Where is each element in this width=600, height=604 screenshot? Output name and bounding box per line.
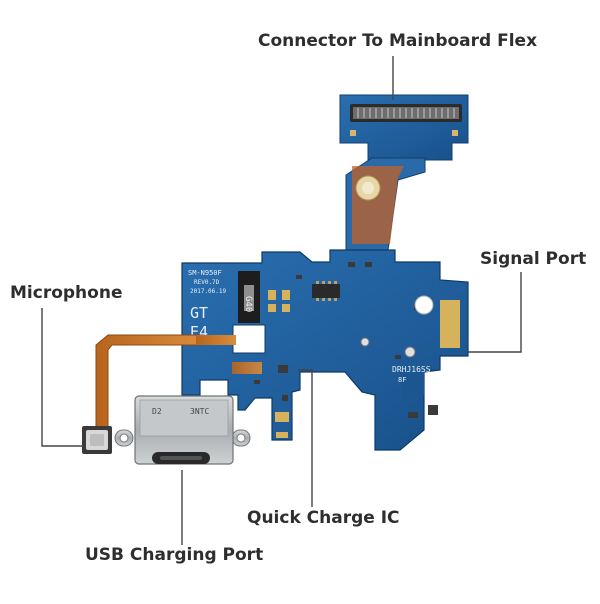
print-rev: REV0.7D bbox=[194, 279, 220, 286]
label-signal-port: Signal Port bbox=[480, 249, 587, 269]
leader-microphone bbox=[41, 308, 84, 447]
print-date: 2017.06.19 bbox=[190, 288, 227, 295]
microphone-flex bbox=[82, 334, 236, 454]
label-microphone: Microphone bbox=[10, 283, 123, 303]
connector-flex-board bbox=[339, 94, 469, 161]
print-usb-d2: D2 bbox=[152, 407, 162, 416]
print-g40: G40 bbox=[243, 296, 253, 312]
print-model: SM-N950F bbox=[188, 269, 222, 277]
mounting-hole bbox=[414, 295, 434, 315]
print-part: DRHJ16SS bbox=[392, 365, 431, 374]
label-quick-charge-ic: Quick Charge IC bbox=[247, 508, 400, 528]
label-connector-to-mainboard-flex: Connector To Mainboard Flex bbox=[258, 31, 538, 51]
label-usb-charging-port: USB Charging Port bbox=[85, 545, 264, 565]
leader-signal-port bbox=[468, 272, 522, 353]
print-gt: GT bbox=[190, 304, 208, 322]
print-usb-code: 3NTC bbox=[190, 407, 209, 416]
copper-flex-strip bbox=[345, 157, 426, 251]
leader-lines bbox=[41, 56, 522, 545]
main-pcb: SM-N950F REV0.7D 2017.06.19 GT E4 G40 DR… bbox=[181, 249, 469, 451]
leader-quick-charge bbox=[298, 369, 313, 507]
usb-c-port: D2 3NTC bbox=[114, 395, 251, 465]
print-bf: 8F bbox=[398, 376, 406, 384]
